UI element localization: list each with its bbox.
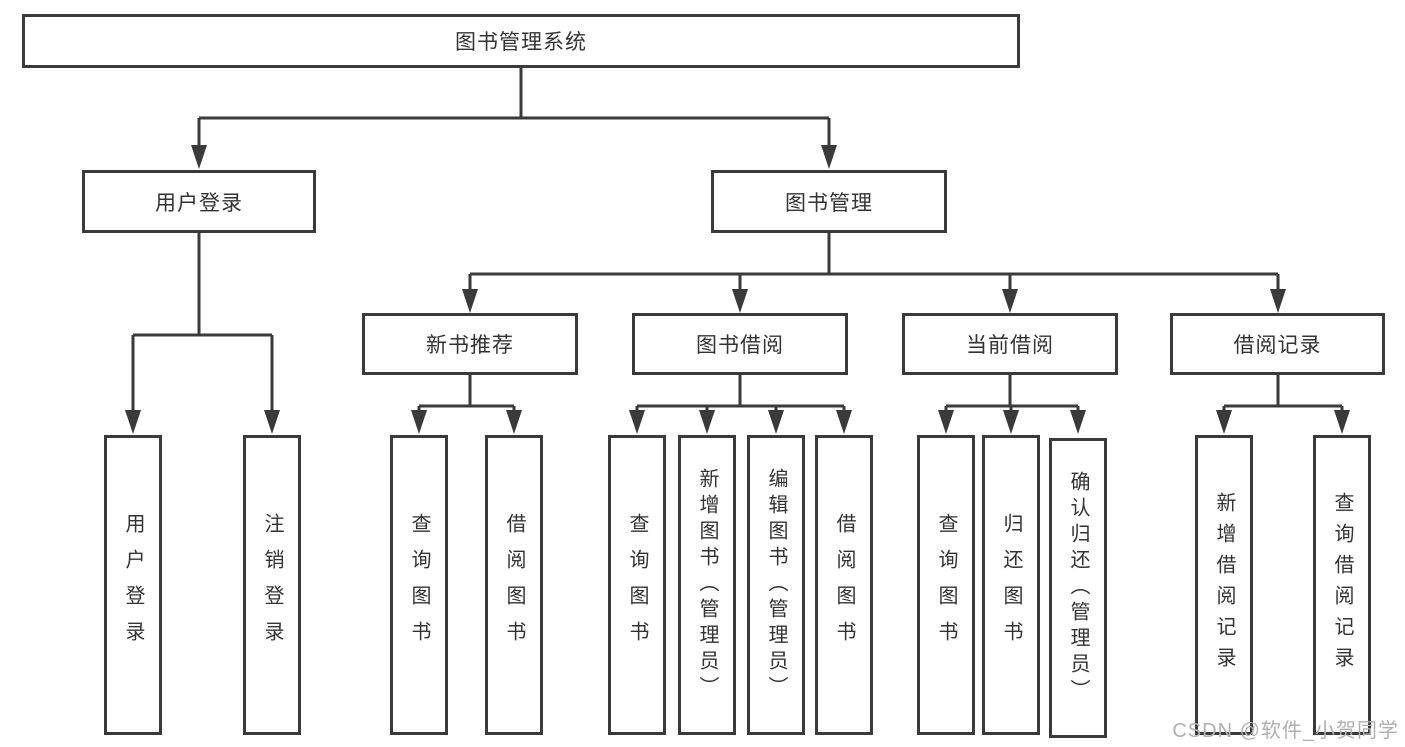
leaf-query-books-borrowing: 查询图书	[608, 435, 666, 735]
leaf-logout: 注销登录	[243, 435, 301, 735]
leaf-borrow-books-recommend: 借阅图书	[485, 435, 543, 735]
node-book-borrowing: 图书借阅	[632, 313, 848, 375]
leaf-label: 借阅图书	[833, 513, 855, 657]
leaf-edit-book-admin: 编辑图书（管理员）	[747, 435, 805, 735]
leaf-query-books-recommend: 查询图书	[390, 435, 448, 735]
leaf-label: 新增借阅记录	[1213, 492, 1235, 678]
leaf-add-borrow-record: 新增借阅记录	[1195, 435, 1253, 735]
node-borrowing-records: 借阅记录	[1170, 313, 1385, 375]
leaf-label: 新增图书（管理员）	[696, 468, 718, 702]
leaf-label: 用户登录	[122, 513, 144, 657]
leaf-query-borrow-record: 查询借阅记录	[1313, 435, 1371, 735]
leaf-label: 查询图书	[408, 513, 430, 657]
node-current-borrowing: 当前借阅	[902, 313, 1118, 375]
node-new-book-recommend: 新书推荐	[362, 313, 578, 375]
leaf-label: 确认归还（管理员）	[1067, 471, 1089, 705]
leaf-label: 注销登录	[261, 513, 283, 657]
node-user-login: 用户登录	[82, 170, 316, 233]
watermark: CSDN @软件_小贺同学	[1172, 720, 1399, 742]
leaf-user-login: 用户登录	[104, 435, 162, 735]
node-book-management: 图书管理	[711, 170, 947, 233]
leaf-label: 借阅图书	[503, 513, 525, 657]
leaf-label: 查询图书	[626, 513, 648, 657]
leaf-return-book: 归还图书	[982, 435, 1040, 735]
node-root: 图书管理系统	[22, 14, 1020, 68]
leaf-query-books-current: 查询图书	[917, 435, 975, 735]
leaf-label: 编辑图书（管理员）	[765, 468, 787, 702]
leaf-label: 归还图书	[1000, 513, 1022, 657]
arrowhead-icons	[125, 145, 1350, 434]
leaf-borrow-books-borrowing: 借阅图书	[815, 435, 873, 735]
leaf-add-book-admin: 新增图书（管理员）	[678, 435, 736, 735]
leaf-confirm-return-admin: 确认归还（管理员）	[1049, 438, 1107, 738]
leaf-label: 查询图书	[935, 513, 957, 657]
leaf-label: 查询借阅记录	[1331, 492, 1353, 678]
